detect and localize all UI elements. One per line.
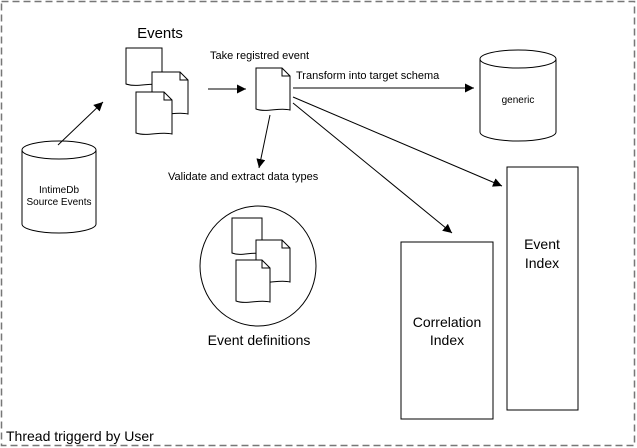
source-db-label-line2: Source Events [26,197,91,208]
source-db-cylinder [21,140,97,234]
arrow-to-correlation-index [292,102,453,234]
selected-event-document-icon [255,67,291,111]
events-document-stack-icon [125,47,189,135]
events-title: Events [137,25,183,42]
take-event-label: Take registred event [210,50,309,62]
correlation-index-box [400,241,494,420]
transform-label: Transform into target schema [296,70,440,82]
generic-db-cylinder [479,49,557,142]
source-db-label-line1: IntimeDb [39,185,79,196]
event-index-line2: Index [525,255,559,271]
arrow-source-to-events [57,101,104,146]
validate-label: Validate and extract data types [168,171,319,183]
thread-frame-label: Thread triggerd by User [6,428,154,444]
correlation-index-line1: Correlation [413,314,481,330]
event-index-line1: Event [524,236,560,252]
event-index-box [506,166,579,411]
correlation-index-line2: Index [430,332,464,348]
arrow-to-validate [256,114,271,169]
definitions-label: Event definitions [208,332,311,348]
arrow-to-event-index [292,96,503,187]
generic-db-label: generic [502,95,535,106]
definitions-document-stack-icon [231,217,291,303]
